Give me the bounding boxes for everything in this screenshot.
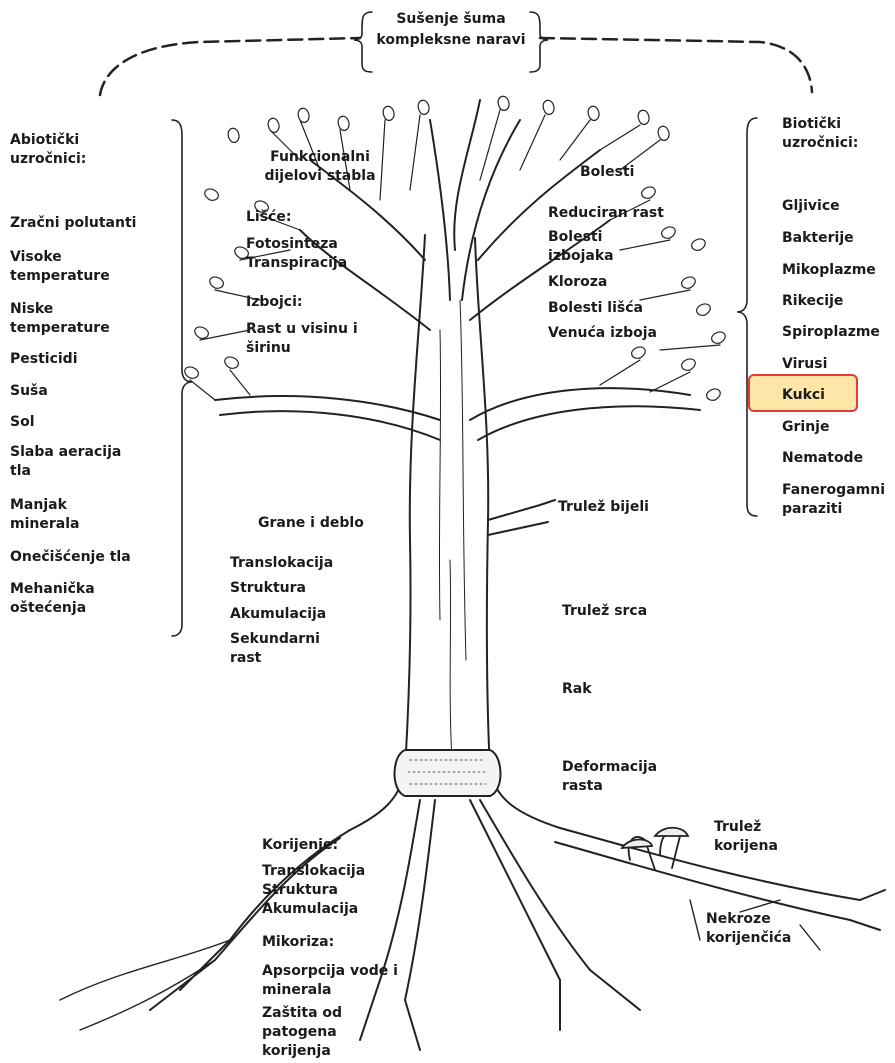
biotic-item: Spiroplazme: [782, 323, 880, 342]
roots-heading: Korijenje:: [262, 836, 338, 855]
biotic-item: Grinje: [782, 418, 829, 437]
root-rot-label: korijena: [714, 837, 778, 856]
right-brace: [737, 118, 757, 516]
diagram-title-line-2: kompleksne naravi: [372, 31, 530, 50]
trunk-item: rast: [230, 649, 261, 668]
top-dashed-arc: [540, 38, 812, 92]
leaves-item: Transpiracija: [246, 254, 347, 273]
abiotic-item: Mehanička: [10, 580, 95, 599]
title-brace: [530, 12, 548, 72]
roots-item: Struktura: [262, 881, 338, 900]
biotic-item: Mikoplazme: [782, 261, 876, 280]
abiotic-item: Onečišćenje tla: [10, 548, 131, 567]
roots-item: Akumulacija: [262, 900, 358, 919]
abiotic-item: oštećenja: [10, 599, 86, 618]
heart-rot-label: Trulež srca: [562, 602, 647, 621]
mycorrhiza-heading: Mikoriza:: [262, 933, 334, 952]
title-brace: [354, 12, 372, 72]
trunk-item: Akumulacija: [230, 605, 326, 624]
disease-item: Bolesti: [548, 228, 602, 247]
disease-item: Kloroza: [548, 273, 607, 292]
biotic-item: Bakterije: [782, 229, 854, 248]
white-rot-label: Trulež bijeli: [558, 498, 649, 517]
biotic-item-highlighted: Kukci: [782, 386, 825, 405]
mycorrhiza-item: Apsorpcija vode i: [262, 962, 398, 981]
mycorrhiza-item: minerala: [262, 981, 331, 1000]
trunk: [350, 235, 560, 830]
biotic-item: Rikecije: [782, 292, 843, 311]
abiotic-heading: Abiotički: [10, 131, 79, 150]
abiotic-item: temperature: [10, 267, 110, 286]
root-rot-label: Trulež: [714, 818, 761, 837]
biotic-heading: Biotički: [782, 115, 841, 134]
disease-item: Reduciran rast: [548, 204, 664, 223]
rootlet-necrosis-label: Nekroze: [706, 910, 771, 929]
biotic-item: Fanerogamni: [782, 481, 885, 500]
abiotic-item: Suša: [10, 382, 48, 401]
abiotic-item: Sol: [10, 413, 35, 432]
biotic-item: Gljivice: [782, 197, 840, 216]
leaves-heading: Lišće:: [246, 208, 291, 227]
trunk-item: Struktura: [230, 579, 306, 598]
shoots-heading: Izbojci:: [246, 293, 303, 312]
disease-item: izbojaka: [548, 247, 614, 266]
deformation-label: rasta: [562, 777, 603, 796]
top-dashed-arc: [100, 38, 360, 95]
disease-item: Bolesti lišća: [548, 299, 643, 318]
biotic-item: Nematode: [782, 449, 863, 468]
rootlet-necrosis-label: korijenčića: [706, 929, 791, 948]
root-collar: [394, 750, 500, 796]
shoots-item: Rast u visinu i: [246, 320, 358, 339]
diagram-title-line-1: Sušenje šuma: [372, 10, 530, 29]
biotic-item: Virusi: [782, 355, 827, 374]
biotic-item: paraziti: [782, 500, 842, 519]
abiotic-heading: uzročnici:: [10, 150, 86, 169]
functional-heading: Funkcionalni: [250, 148, 390, 167]
diseases-heading: Bolesti: [580, 163, 634, 182]
functional-heading: dijelovi stabla: [250, 167, 390, 186]
roots-item: Translokacija: [262, 862, 365, 881]
abiotic-item: Pesticidi: [10, 350, 78, 369]
abiotic-item: Visoke: [10, 248, 62, 267]
disease-item: Venuća izboja: [548, 324, 657, 343]
shoots-item: širinu: [246, 339, 291, 358]
abiotic-item: Zračni polutanti: [10, 214, 136, 233]
mycorrhiza-item: korijenja: [262, 1042, 331, 1061]
mycorrhiza-item: Zaštita od: [262, 1004, 342, 1023]
deformation-label: Deformacija: [562, 758, 657, 777]
mycorrhiza-item: patogena: [262, 1023, 337, 1042]
leaves-item: Fotosinteza: [246, 235, 338, 254]
canker-label: Rak: [562, 680, 592, 699]
abiotic-item: tla: [10, 462, 31, 481]
biotic-heading: uzročnici:: [782, 134, 858, 153]
abiotic-item: Manjak: [10, 496, 67, 515]
abiotic-item: Niske: [10, 300, 53, 319]
abiotic-item: Slaba aeracija: [10, 443, 121, 462]
abiotic-item: temperature: [10, 319, 110, 338]
trunk-item: Sekundarni: [230, 630, 320, 649]
abiotic-item: minerala: [10, 515, 79, 534]
trunk-heading: Grane i deblo: [258, 514, 364, 533]
trunk-item: Translokacija: [230, 554, 333, 573]
